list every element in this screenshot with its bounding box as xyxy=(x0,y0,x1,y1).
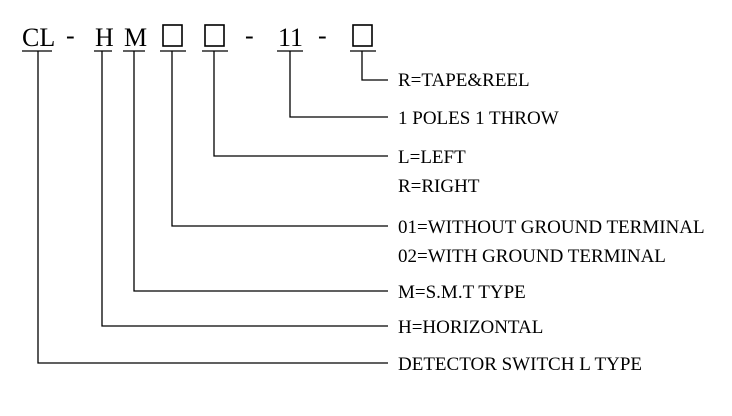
code-char-m: M xyxy=(124,23,147,52)
code-box-ground xyxy=(162,24,183,47)
legend-series: DETECTOR SWITCH L TYPE xyxy=(398,354,642,375)
part-number-code: CL - H M - 11 - xyxy=(22,21,376,52)
legend-mount: M=S.M.T TYPE xyxy=(398,282,526,303)
legend: R=TAPE&REEL 1 POLES 1 THROW L=LEFT R=RIG… xyxy=(398,70,705,375)
leader-orientation xyxy=(101,51,388,327)
legend-packaging: R=TAPE&REEL xyxy=(398,70,530,91)
leader-mount xyxy=(133,51,388,292)
code-char-h: H xyxy=(95,23,114,52)
code-box-packaging xyxy=(352,24,373,47)
code-dash-2: - xyxy=(245,21,254,50)
leader-series xyxy=(37,51,388,364)
legend-direction-right: R=RIGHT xyxy=(398,176,480,197)
leader-ground xyxy=(171,51,388,227)
leader-direction xyxy=(213,51,388,157)
leader-lines xyxy=(37,51,388,364)
code-prefix: CL xyxy=(22,23,55,52)
legend-ground-without: 01=WITHOUT GROUND TERMINAL xyxy=(398,217,705,238)
legend-orientation: H=HORIZONTAL xyxy=(398,317,543,338)
legend-poles: 1 POLES 1 THROW xyxy=(398,108,559,129)
leader-poles xyxy=(289,51,388,118)
legend-ground-with: 02=WITH GROUND TERMINAL xyxy=(398,246,666,267)
code-dash-1: - xyxy=(66,21,75,50)
code-dash-3: - xyxy=(318,21,327,50)
leader-packaging xyxy=(361,51,388,81)
legend-direction-left: L=LEFT xyxy=(398,147,466,168)
code-poles: 11 xyxy=(278,23,303,52)
code-box-direction xyxy=(204,24,225,47)
